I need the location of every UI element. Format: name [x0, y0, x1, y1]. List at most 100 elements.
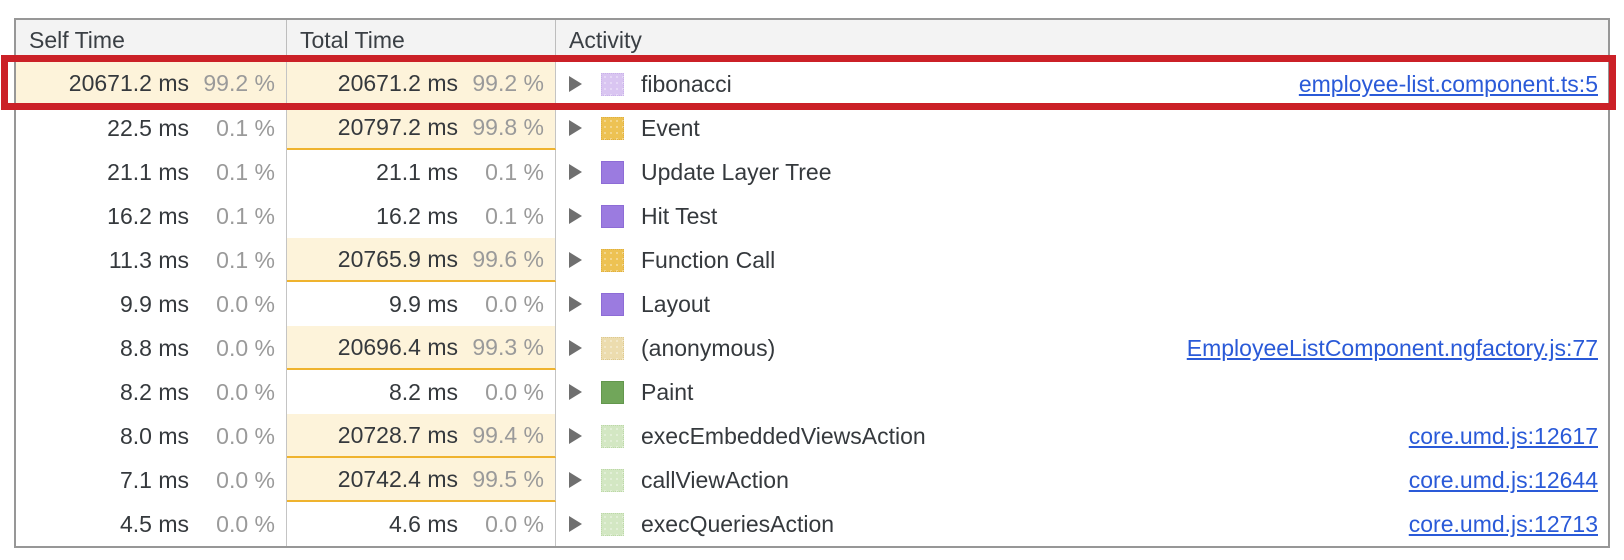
source-location-link[interactable]: EmployeeListComponent.ngfactory.js:77	[1186, 334, 1598, 361]
self-time-ms-value: 7.1 ms	[119, 466, 189, 493]
total-time-ms-value: 20765.9 ms	[337, 245, 458, 272]
table-row[interactable]: 8.8 ms 0.0 % 20696.4 ms 99.3 % (anonymou…	[16, 326, 1608, 370]
self-time-ms-value: 8.2 ms	[119, 378, 189, 405]
self-time-pct-value: 0.0 %	[216, 510, 275, 537]
solid-green-icon	[601, 380, 624, 404]
total-time-pct-value: 0.0 %	[485, 378, 544, 405]
self-time-pct-value: 0.0 %	[216, 290, 275, 317]
expand-arrow-icon[interactable]	[569, 428, 582, 444]
table-row[interactable]: 11.3 ms 0.1 % 20765.9 ms 99.6 % Function…	[16, 238, 1608, 282]
table-row[interactable]: 4.5 ms 0.0 % 4.6 ms 0.0 % execQueriesAct…	[16, 502, 1608, 546]
activity-label: execEmbeddedViewsAction	[641, 422, 926, 449]
pale-green-icon	[601, 512, 624, 536]
table-row[interactable]: 8.2 ms 0.0 % 8.2 ms 0.0 % Paint	[16, 370, 1608, 414]
total-time-pct-value: 99.3 %	[472, 333, 544, 360]
total-time-ms-value: 21.1 ms	[376, 158, 458, 185]
activity-cell: Function Call	[556, 238, 1608, 282]
column-header-total-time[interactable]: Total Time	[287, 20, 556, 61]
total-time-cell: 20728.7 ms 99.4 %	[287, 414, 556, 458]
self-time-ms-value: 16.2 ms	[107, 202, 189, 229]
table-row[interactable]: 22.5 ms 0.1 % 20797.2 ms 99.8 % Event	[16, 106, 1608, 150]
script-purple-icon	[601, 72, 624, 96]
self-time-pct-value: 0.0 %	[216, 334, 275, 361]
activity-label: Update Layer Tree	[641, 158, 832, 185]
self-time-cell: 7.1 ms 0.0 %	[16, 458, 287, 502]
expand-arrow-icon[interactable]	[569, 516, 582, 532]
expand-arrow-icon[interactable]	[569, 120, 582, 136]
self-time-pct-value: 99.2 %	[203, 69, 275, 96]
total-time-ms-value: 8.2 ms	[388, 378, 458, 405]
self-time-cell: 4.5 ms 0.0 %	[16, 502, 287, 546]
self-time-cell: 22.5 ms 0.1 %	[16, 106, 287, 150]
total-time-pct-value: 99.6 %	[472, 245, 544, 272]
total-time-ms-value: 20728.7 ms	[337, 421, 458, 448]
self-time-cell: 21.1 ms 0.1 %	[16, 150, 287, 194]
table-row[interactable]: 21.1 ms 0.1 % 21.1 ms 0.1 % Update Layer…	[16, 150, 1608, 194]
self-time-cell: 8.0 ms 0.0 %	[16, 414, 287, 458]
pale-tan-icon	[601, 336, 624, 360]
self-time-pct-value: 0.1 %	[216, 246, 275, 273]
activity-cell: Event	[556, 106, 1608, 150]
total-time-ms-value: 20696.4 ms	[337, 333, 458, 360]
solid-purple-icon	[601, 204, 624, 228]
total-time-pct-value: 0.0 %	[485, 290, 544, 317]
activity-cell: callViewAction core.umd.js:12644	[556, 458, 1608, 502]
self-time-cell: 16.2 ms 0.1 %	[16, 194, 287, 238]
total-time-cell: 20742.4 ms 99.5 %	[287, 458, 556, 502]
self-time-pct-value: 0.0 %	[216, 466, 275, 493]
total-time-ms-value: 20797.2 ms	[337, 113, 458, 140]
solid-purple-icon	[601, 292, 624, 316]
table-row[interactable]: 20671.2 ms 99.2 % 20671.2 ms 99.2 % fibo…	[16, 62, 1608, 106]
table-header: Self Time Total Time Activity	[16, 20, 1608, 62]
activity-cell: (anonymous) EmployeeListComponent.ngfact…	[556, 326, 1608, 370]
expand-arrow-icon[interactable]	[569, 208, 582, 224]
table-row[interactable]: 7.1 ms 0.0 % 20742.4 ms 99.5 % callViewA…	[16, 458, 1608, 502]
total-time-pct-value: 99.4 %	[472, 421, 544, 448]
activity-cell: Hit Test	[556, 194, 1608, 238]
activity-label: execQueriesAction	[641, 510, 835, 537]
expand-arrow-icon[interactable]	[569, 252, 582, 268]
total-time-cell: 8.2 ms 0.0 %	[287, 370, 556, 414]
total-time-ms-value: 20671.2 ms	[337, 69, 458, 96]
expand-arrow-icon[interactable]	[569, 340, 582, 356]
activity-label: fibonacci	[641, 70, 732, 97]
total-time-ms-value: 9.9 ms	[388, 290, 458, 317]
activity-label: Hit Test	[641, 202, 718, 229]
self-time-cell: 11.3 ms 0.1 %	[16, 238, 287, 282]
self-time-ms-value: 11.3 ms	[108, 246, 189, 273]
self-time-cell: 9.9 ms 0.0 %	[16, 282, 287, 326]
column-header-activity[interactable]: Activity	[569, 27, 642, 53]
total-time-pct-value: 0.1 %	[485, 158, 544, 185]
activity-label: callViewAction	[641, 466, 789, 493]
total-time-ms-value: 4.6 ms	[388, 510, 458, 537]
source-location-link[interactable]: core.umd.js:12617	[1408, 422, 1598, 449]
expand-arrow-icon[interactable]	[569, 472, 582, 488]
self-time-pct-value: 0.1 %	[216, 202, 275, 229]
self-time-cell: 20671.2 ms 99.2 %	[16, 62, 287, 106]
activity-cell: Layout	[556, 282, 1608, 326]
expand-arrow-icon[interactable]	[569, 384, 582, 400]
expand-arrow-icon[interactable]	[569, 164, 582, 180]
table-row[interactable]: 16.2 ms 0.1 % 16.2 ms 0.1 % Hit Test	[16, 194, 1608, 238]
self-time-ms-value: 21.1 ms	[107, 158, 189, 185]
total-time-pct-value: 0.1 %	[485, 202, 544, 229]
table-row[interactable]: 9.9 ms 0.0 % 9.9 ms 0.0 % Layout	[16, 282, 1608, 326]
total-time-cell: 4.6 ms 0.0 %	[287, 502, 556, 546]
total-time-cell: 21.1 ms 0.1 %	[287, 150, 556, 194]
expand-arrow-icon[interactable]	[569, 296, 582, 312]
source-location-link[interactable]: employee-list.component.ts:5	[1298, 70, 1598, 97]
table-row[interactable]: 8.0 ms 0.0 % 20728.7 ms 99.4 % execEmbed…	[16, 414, 1608, 458]
self-time-ms-value: 4.5 ms	[119, 510, 189, 537]
column-header-self-time[interactable]: Self Time	[16, 20, 287, 61]
total-time-cell: 20671.2 ms 99.2 %	[287, 62, 556, 106]
source-location-link[interactable]: core.umd.js:12644	[1408, 466, 1598, 493]
total-time-pct-value: 99.2 %	[472, 69, 544, 96]
total-time-ms-value: 20742.4 ms	[337, 465, 458, 492]
table-body: 20671.2 ms 99.2 % 20671.2 ms 99.2 % fibo…	[16, 62, 1608, 546]
source-location-link[interactable]: core.umd.js:12713	[1408, 510, 1598, 537]
self-time-ms-value: 8.8 ms	[119, 334, 189, 361]
expand-arrow-icon[interactable]	[569, 76, 582, 92]
self-time-pct-value: 0.0 %	[216, 378, 275, 405]
total-time-cell: 20765.9 ms 99.6 %	[287, 238, 556, 282]
activity-cell: execEmbeddedViewsAction core.umd.js:1261…	[556, 414, 1608, 458]
